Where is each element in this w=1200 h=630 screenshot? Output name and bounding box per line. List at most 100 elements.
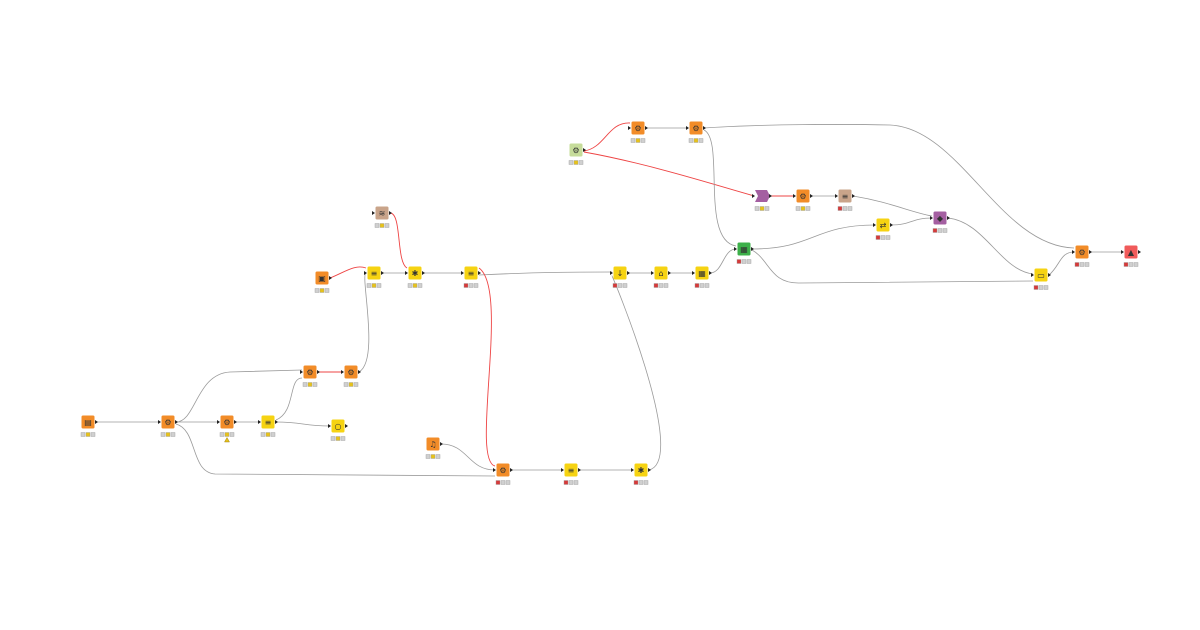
node-body[interactable]: [564, 463, 578, 477]
workflow-node[interactable]: ⚙: [628, 121, 648, 143]
workflow-node[interactable]: ⚙: [1072, 245, 1092, 267]
variable-connection[interactable]: [478, 267, 496, 467]
input-port-icon[interactable]: [364, 271, 367, 275]
output-port-icon[interactable]: [175, 420, 178, 424]
workflow-node[interactable]: ⚙: [217, 415, 237, 443]
variable-connection[interactable]: [583, 122, 631, 152]
workflow-node[interactable]: ≡: [461, 266, 481, 288]
input-port-icon[interactable]: [300, 370, 303, 374]
output-port-icon[interactable]: [478, 271, 481, 275]
workflow-node[interactable]: ▦: [734, 242, 754, 264]
output-port-icon[interactable]: [381, 271, 384, 275]
node-body[interactable]: [331, 419, 345, 433]
input-port-icon[interactable]: [372, 211, 375, 215]
node-body[interactable]: [634, 463, 648, 477]
workflow-node[interactable]: ≡: [561, 463, 581, 485]
output-port-icon[interactable]: [275, 420, 278, 424]
workflow-node[interactable]: [752, 190, 772, 211]
output-port-icon[interactable]: [358, 370, 361, 374]
output-port-icon[interactable]: [1089, 250, 1092, 254]
data-connection[interactable]: [358, 272, 370, 373]
workflow-node[interactable]: ✱: [405, 266, 425, 288]
output-port-icon[interactable]: [234, 420, 237, 424]
output-port-icon[interactable]: [709, 271, 712, 275]
data-connection[interactable]: [611, 275, 662, 471]
output-port-icon[interactable]: [1138, 250, 1141, 254]
input-port-icon[interactable]: [686, 126, 689, 130]
workflow-node[interactable]: ⚙: [793, 189, 813, 211]
node-body[interactable]: [344, 365, 358, 379]
output-port-icon[interactable]: [645, 126, 648, 130]
output-port-icon[interactable]: [668, 271, 671, 275]
data-connection[interactable]: [175, 369, 303, 423]
node-body[interactable]: [689, 121, 703, 135]
input-port-icon[interactable]: [835, 194, 838, 198]
data-connection[interactable]: [709, 248, 737, 274]
data-connection[interactable]: [703, 129, 737, 247]
input-port-icon[interactable]: [1031, 273, 1034, 277]
node-body[interactable]: [315, 271, 329, 285]
variable-connection[interactable]: [583, 151, 755, 197]
node-body[interactable]: [654, 266, 668, 280]
input-port-icon[interactable]: [873, 223, 876, 227]
workflow-node[interactable]: ▦: [692, 266, 712, 288]
input-port-icon[interactable]: [1121, 250, 1124, 254]
input-port-icon[interactable]: [328, 424, 331, 428]
input-port-icon[interactable]: [461, 271, 464, 275]
node-body[interactable]: [631, 121, 645, 135]
variable-connection[interactable]: [329, 266, 367, 279]
workflow-node[interactable]: ◆: [930, 211, 950, 233]
workflow-node[interactable]: ○: [328, 419, 348, 441]
input-port-icon[interactable]: [793, 194, 796, 198]
output-port-icon[interactable]: [389, 211, 392, 215]
output-port-icon[interactable]: [703, 126, 706, 130]
output-port-icon[interactable]: [422, 271, 425, 275]
data-connection[interactable]: [751, 249, 1034, 284]
workflow-node[interactable]: ♫: [425, 437, 443, 459]
input-port-icon[interactable]: [734, 247, 737, 251]
input-port-icon[interactable]: [217, 420, 220, 424]
output-port-icon[interactable]: [1048, 273, 1051, 277]
input-port-icon[interactable]: [258, 420, 261, 424]
output-port-icon[interactable]: [95, 420, 98, 424]
input-port-icon[interactable]: [493, 468, 496, 472]
node-body[interactable]: [933, 211, 947, 225]
data-connection[interactable]: [947, 217, 1034, 275]
input-port-icon[interactable]: [405, 271, 408, 275]
output-port-icon[interactable]: [317, 370, 320, 374]
input-port-icon[interactable]: [631, 468, 634, 472]
node-body[interactable]: [695, 266, 709, 280]
workflow-node[interactable]: ≡: [258, 415, 278, 437]
input-port-icon[interactable]: [930, 216, 933, 220]
node-body[interactable]: [261, 415, 275, 429]
node-body[interactable]: [161, 415, 175, 429]
output-port-icon[interactable]: [583, 148, 586, 152]
output-port-icon[interactable]: [890, 223, 893, 227]
workflow-node[interactable]: ▲: [1121, 245, 1141, 267]
node-body[interactable]: [1075, 245, 1089, 259]
node-body[interactable]: [838, 189, 852, 203]
input-port-icon[interactable]: [610, 271, 613, 275]
output-port-icon[interactable]: [510, 468, 513, 472]
variable-connection[interactable]: [389, 212, 408, 269]
output-port-icon[interactable]: [852, 194, 855, 198]
data-connection[interactable]: [890, 217, 933, 226]
node-body[interactable]: [220, 415, 234, 429]
output-port-icon[interactable]: [648, 468, 651, 472]
data-connection[interactable]: [275, 421, 331, 427]
node-body[interactable]: [1124, 245, 1138, 259]
input-port-icon[interactable]: [341, 370, 344, 374]
workflow-node[interactable]: ↓: [610, 266, 630, 288]
node-body[interactable]: [737, 242, 751, 256]
data-connection[interactable]: [175, 423, 496, 477]
output-port-icon[interactable]: [345, 424, 348, 428]
input-port-icon[interactable]: [158, 420, 161, 424]
output-port-icon[interactable]: [810, 194, 813, 198]
workflow-node[interactable]: ≡: [835, 189, 855, 211]
data-connection[interactable]: [852, 195, 933, 217]
workflow-node[interactable]: ≋: [372, 206, 392, 228]
node-body[interactable]: [375, 206, 389, 220]
workflow-node[interactable]: ⚙: [568, 143, 586, 165]
node-body[interactable]: [613, 266, 627, 280]
input-port-icon[interactable]: [752, 194, 755, 198]
